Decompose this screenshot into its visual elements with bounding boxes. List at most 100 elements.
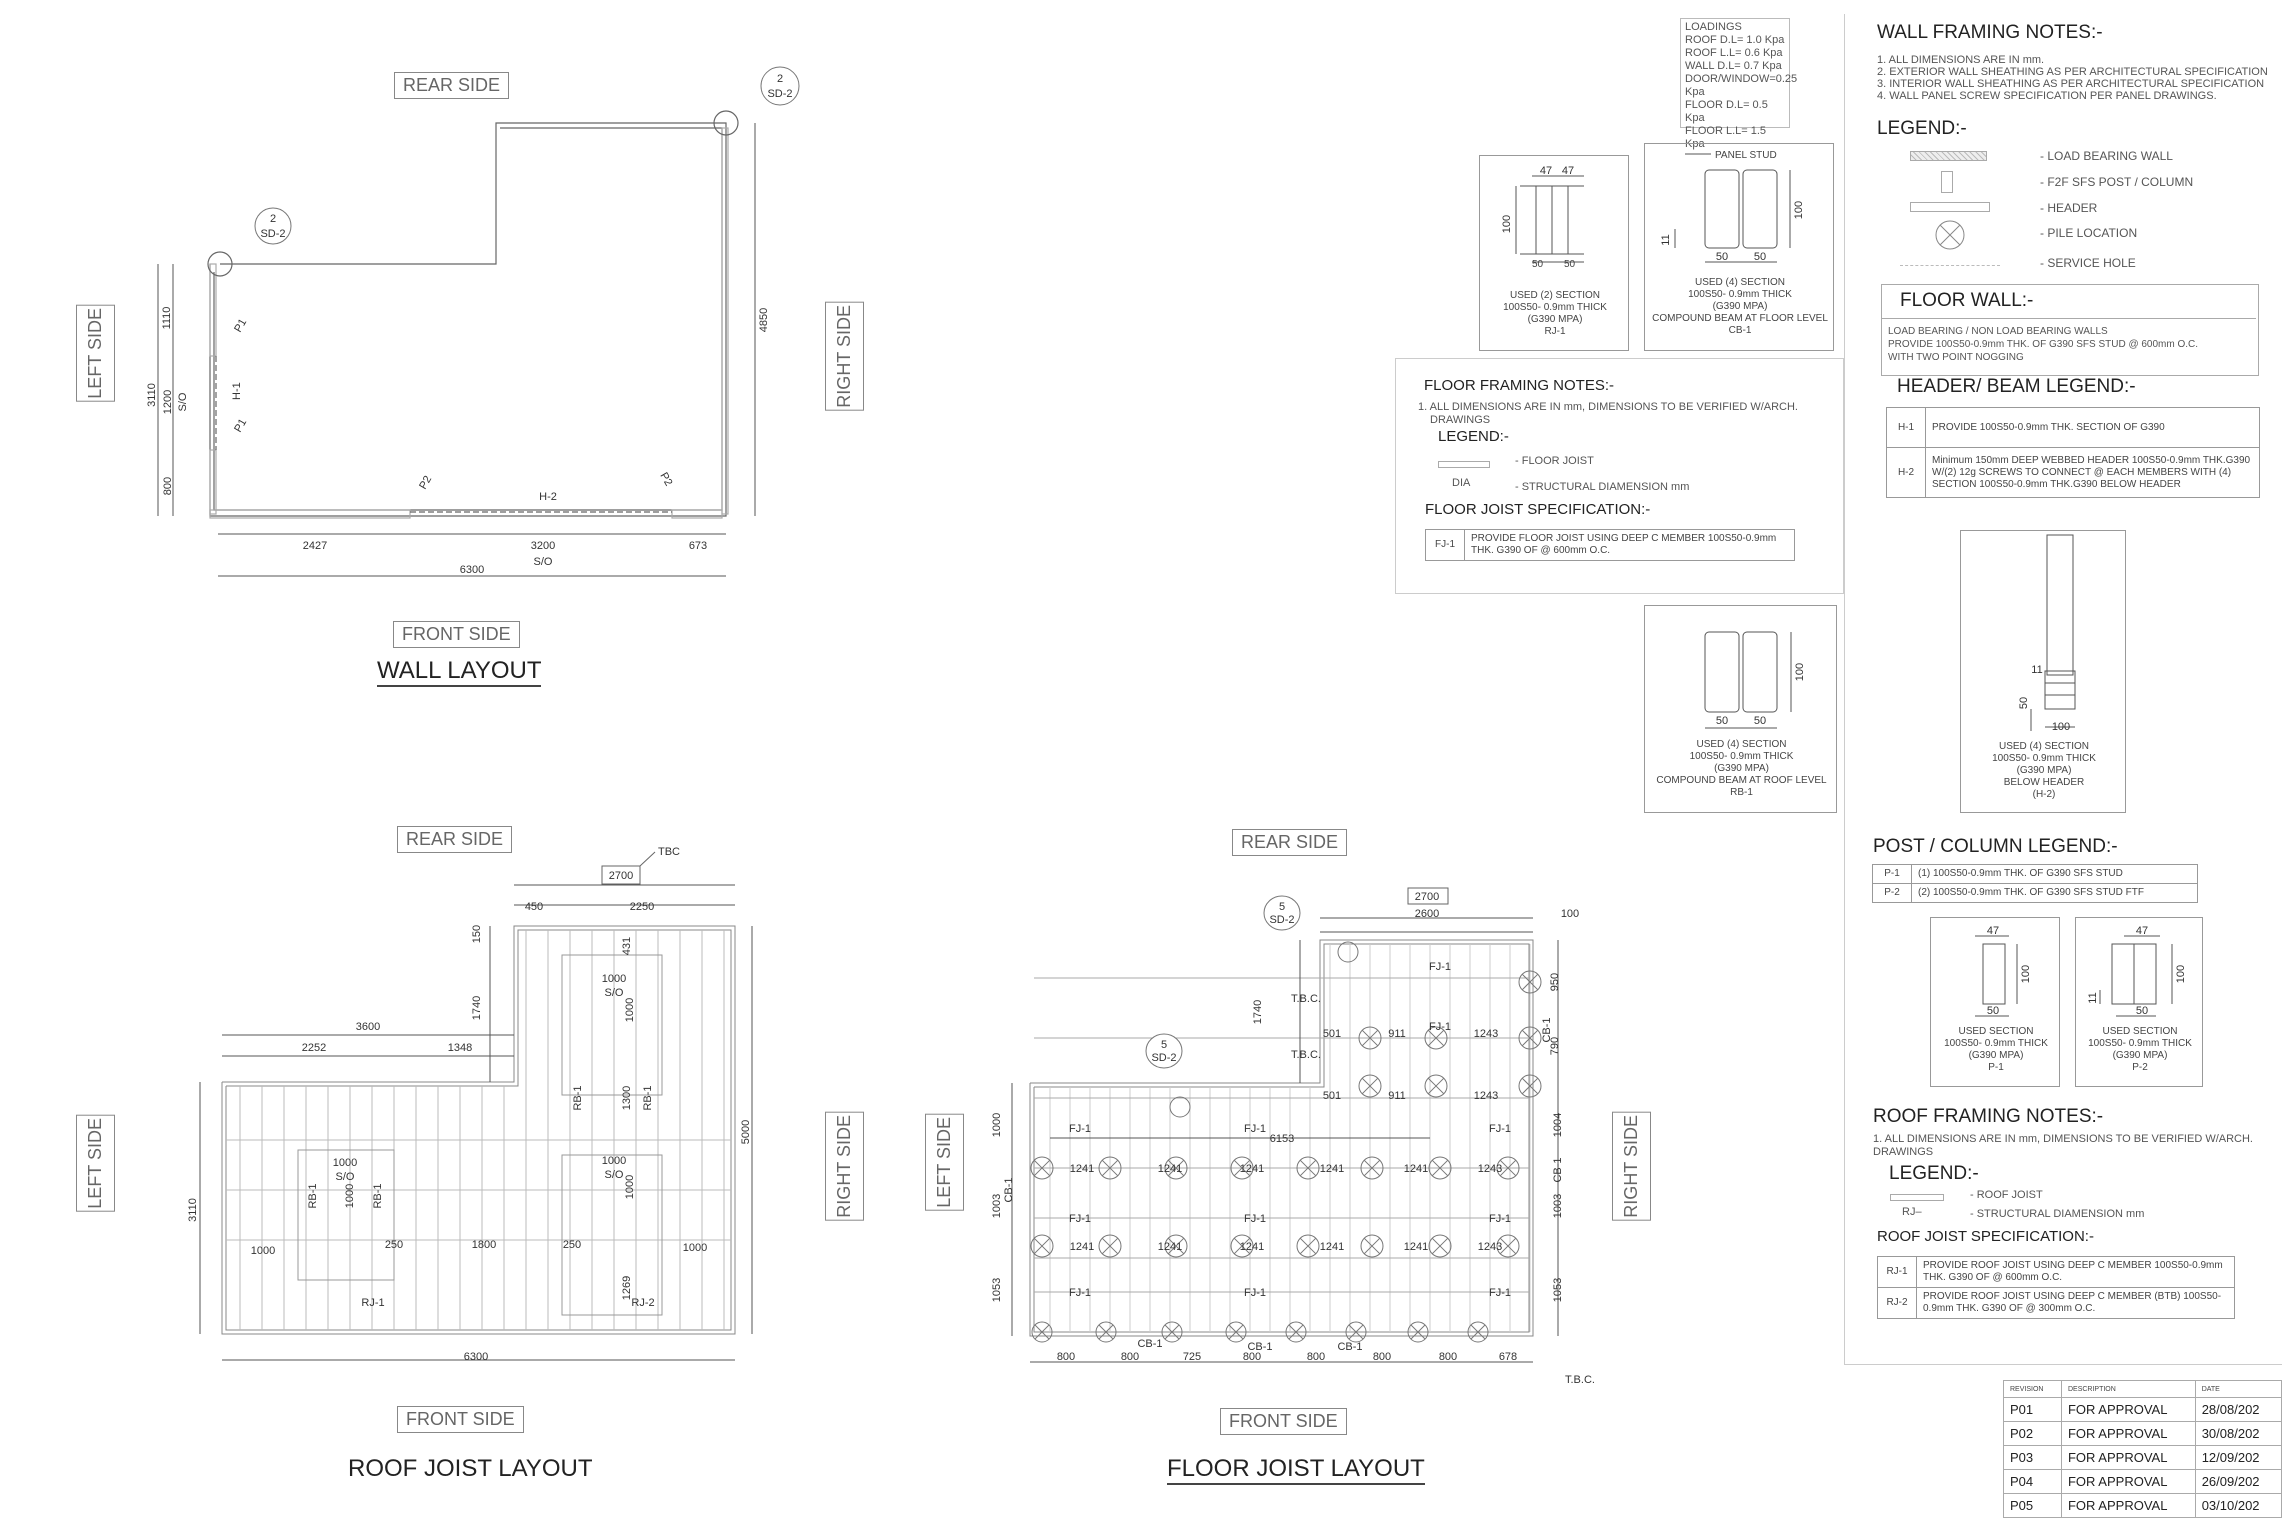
rev-header: DESCRIPTION: [2060, 1380, 2196, 1398]
rev-date: 30/08/202: [2194, 1421, 2282, 1446]
loadings-line: ROOF D.L= 1.0 Kpa: [1685, 34, 1785, 46]
wall-notes-line: 1. ALL DIMENSIONS ARE IN mm.: [1877, 54, 2045, 66]
floor-dim-1241: 1241: [1320, 1241, 1344, 1253]
loadings-line: LOADINGS: [1685, 21, 1742, 33]
floor-dim-501a: 501: [1323, 1028, 1341, 1040]
floor-sd-a-ref: SD-2: [1269, 914, 1294, 926]
floor-dim-1740: 1740: [1252, 1000, 1264, 1024]
floor-tbc: T.B.C.: [1565, 1374, 1595, 1386]
wall-mark-p2a: P2: [417, 474, 434, 492]
floor-dim-1241: 1241: [1070, 1163, 1094, 1175]
wall-layout-drawing: 2 SD-2 2 SD-2 1110 3110 1200 S/O 800 485…: [146, 66, 800, 577]
rev-desc: FOR APPROVAL: [2060, 1421, 2196, 1446]
wall-notes-line: 3. INTERIOR WALL SHEATHING AS PER ARCHIT…: [1877, 78, 2265, 90]
floor-joist-mark: FJ-1: [1489, 1123, 1511, 1135]
service-hole-icon: [1169, 1096, 1191, 1118]
floor-notes-title: FLOOR FRAMING NOTES:-: [1424, 377, 1615, 394]
pile-location-icon: [1230, 1234, 1254, 1258]
floor-wall-title: FLOOR WALL:-: [1900, 290, 2034, 311]
floor-joist-mark: FJ-1: [1489, 1287, 1511, 1299]
pile-location-icon: [1518, 1026, 1542, 1050]
rev-code: P01: [2003, 1397, 2062, 1422]
roof-dim-1300: 1300: [621, 1086, 633, 1110]
wall-dim-2427: 2427: [303, 540, 327, 552]
compound-beam-mark: CB-1: [1541, 1017, 1553, 1042]
wall-sd-top-num: 2: [777, 73, 783, 85]
loadings-line: FLOOR L.L= 1.5 Kpa: [1685, 125, 1767, 150]
compound-beam-mark: CB-1: [1552, 1157, 1564, 1182]
svg-text:50: 50: [1754, 715, 1766, 727]
legend-load-bearing-wall: - LOAD BEARING WALL: [2040, 149, 2173, 163]
floor-wall-line: PROVIDE 100S50-0.9mm THK. OF G390 SFS ST…: [1888, 339, 2199, 350]
pile-location-icon: [1428, 1234, 1452, 1258]
pile-location-icon: [1230, 1156, 1254, 1180]
floor-wall-box: [1881, 284, 2259, 376]
roof-dim-5000: 5000: [740, 1120, 752, 1144]
pile-location-icon: [1358, 1074, 1382, 1098]
pile-location-icon: [1407, 1321, 1429, 1343]
wall-dim-4850: 4850: [758, 308, 770, 332]
svg-text:50: 50: [1716, 715, 1728, 727]
floor-dim-1241: 1241: [1320, 1163, 1344, 1175]
rev-code: P04: [2003, 1469, 2062, 1494]
floor-dim-b725: 725: [1183, 1351, 1201, 1363]
rev-desc: FOR APPROVAL: [2060, 1397, 2196, 1422]
pile-location-icon: [1424, 1026, 1448, 1050]
roof-dim-3110: 3110: [187, 1198, 199, 1222]
post-text: (2) 100S50-0.9mm THK. OF G390 SFS STUD F…: [1911, 883, 2198, 903]
legend-post: - F2F SFS POST / COLUMN: [2040, 175, 2194, 189]
roof-opening-1000e: 1000: [333, 1157, 357, 1169]
roof-rear-label: REAR SIDE: [397, 826, 513, 853]
roof-opening-so-a: S/O: [605, 987, 624, 999]
rev-date: 26/09/202: [2194, 1469, 2282, 1494]
loadings-line: WALL D.L= 0.7 Kpa: [1685, 60, 1782, 72]
section-rj1-drawing: 47 47 100: [1501, 165, 1584, 263]
roof-dim-1000b: 1000: [683, 1242, 707, 1254]
wall-notes-line: 4. WALL PANEL SCREW SPECIFICATION PER PA…: [1877, 90, 2217, 102]
pile-location-icon: [1496, 1156, 1520, 1180]
svg-text:11: 11: [2087, 992, 2099, 1003]
svg-text:100: 100: [2175, 965, 2187, 983]
floor-joist-mark: FJ-1: [1244, 1123, 1266, 1135]
wall-dim-800: 800: [162, 477, 174, 495]
floor-sd-b-ref: SD-2: [1151, 1052, 1176, 1064]
pile-location-icon: [1296, 1234, 1320, 1258]
section-cb1-label: PANEL STUD: [1715, 150, 1777, 161]
floor-legend-title: LEGEND:-: [1438, 428, 1509, 445]
svg-text:100: 100: [1793, 201, 1805, 219]
pile-location-icon: [1360, 1156, 1384, 1180]
wall-mark-p1b: P1: [232, 417, 249, 435]
compound-beam-mark: CB-1: [1137, 1338, 1162, 1350]
rev-date: 28/08/202: [2194, 1397, 2282, 1422]
svg-text:47: 47: [1540, 165, 1552, 177]
roof-mark-rb1d: RB-1: [642, 1085, 654, 1110]
floor-notes-line: DRAWINGS: [1430, 414, 1491, 426]
svg-text:11: 11: [2031, 664, 2042, 676]
roof-code: RJ-2: [1877, 1287, 1917, 1319]
wall-mark-p1a: P1: [232, 317, 249, 335]
floor-tbc-3: T.B.C.: [1291, 1049, 1321, 1061]
floor-dim-b800e: 800: [1373, 1351, 1391, 1363]
floor-legend-dia: DIA: [1452, 477, 1471, 489]
floor-dim-911b: 911: [1388, 1090, 1406, 1102]
post-symbol: [1941, 171, 1953, 193]
roof-dim-250a: 250: [385, 1239, 403, 1251]
wall-dim-673: 673: [689, 540, 707, 552]
floor-joist-mark: FJ-1: [1069, 1123, 1091, 1135]
roof-layout-title: ROOF JOIST LAYOUT: [348, 1455, 593, 1482]
rev-header: REVISION: [2003, 1380, 2062, 1398]
roof-legend-dim: - STRUCTURAL DIAMENSION mm: [1970, 1208, 2145, 1220]
roof-dim-1740: 1740: [471, 996, 483, 1020]
floor-wall-line: WITH TWO POINT NOGGING: [1888, 352, 2024, 363]
floor-dim-950: 950: [1549, 973, 1561, 991]
floor-joist-mark: FJ-1: [1429, 961, 1451, 973]
compound-beam-mark: CB-1: [1337, 1341, 1362, 1353]
roof-spec-title: ROOF JOIST SPECIFICATION:-: [1877, 1228, 2094, 1245]
roof-mark-rb1a: RB-1: [307, 1183, 319, 1208]
roof-opening-so-c: S/O: [336, 1171, 355, 1183]
floor-dim-1243: 1243: [1478, 1163, 1502, 1175]
floor-notes-line: 1. ALL DIMENSIONS ARE IN mm, DIMENSIONS …: [1418, 401, 1798, 413]
